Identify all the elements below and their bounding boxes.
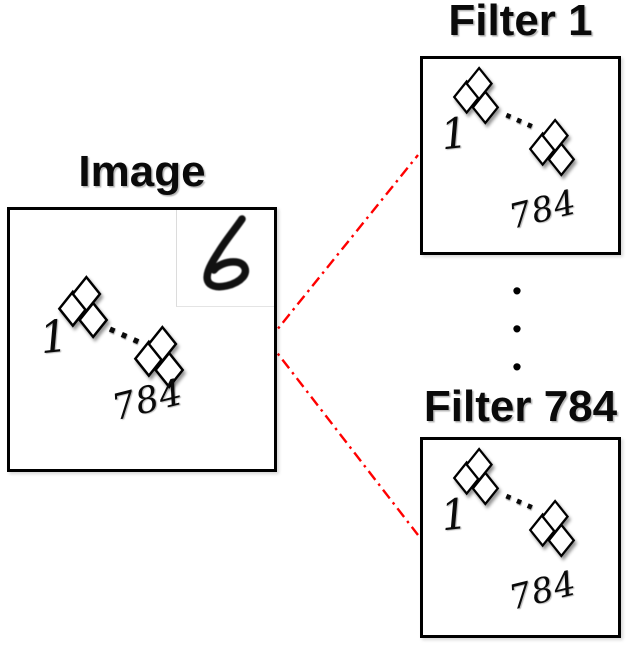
layer-stack-icon xyxy=(529,499,575,558)
first-channel-label: 1 xyxy=(438,488,471,541)
filter-784-panel-title: Filter 784 xyxy=(423,382,618,431)
first-channel-label: 1 xyxy=(37,310,71,365)
filter-1-panel-title: Filter 1 xyxy=(448,0,593,45)
vertical-ellipsis: • • • xyxy=(503,272,531,386)
image-panel-box: 1 ··· 784 xyxy=(7,207,277,472)
layer-stack-icon xyxy=(529,118,575,177)
last-channel-label: 784 xyxy=(505,182,581,238)
last-channel-label: 784 xyxy=(107,371,188,430)
last-channel-label: 784 xyxy=(505,563,581,619)
mnist-digit-patch xyxy=(176,210,274,307)
ellipsis-dot: • xyxy=(512,314,522,344)
filter-1-panel-box: 1 ··· 784 xyxy=(420,56,621,255)
ellipsis-dot: • xyxy=(512,276,522,306)
image-panel-title: Image xyxy=(78,147,206,196)
connector-to-filter-1 xyxy=(267,154,419,342)
filter-784-panel-box: 1 ··· 784 xyxy=(420,437,621,638)
ellipsis-dot: • xyxy=(512,352,522,382)
connector-to-filter-784 xyxy=(267,340,419,536)
first-channel-label: 1 xyxy=(438,107,471,160)
mnist-digit-six xyxy=(203,215,250,291)
